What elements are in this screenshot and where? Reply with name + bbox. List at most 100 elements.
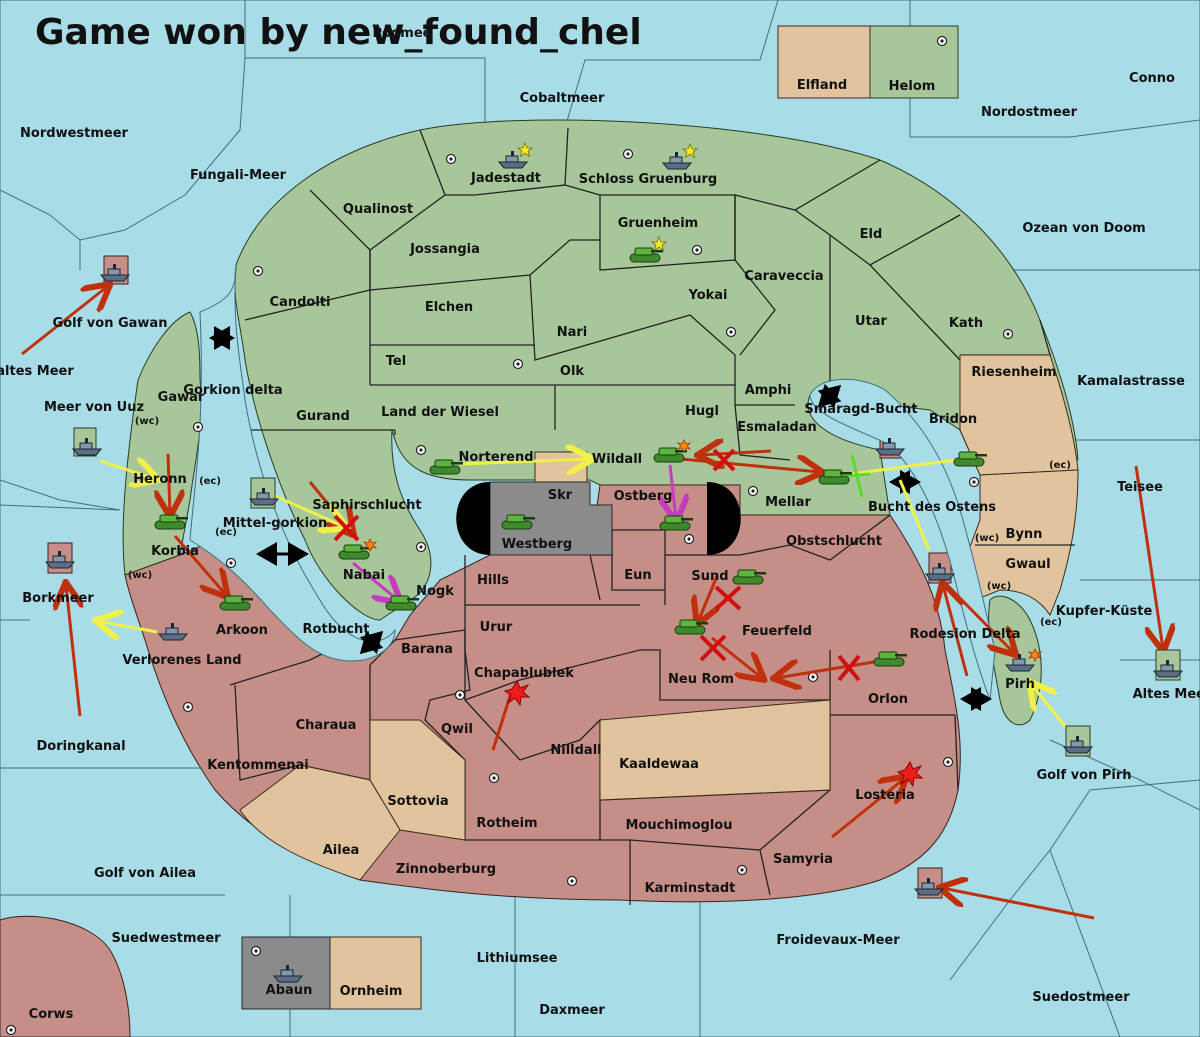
label-westberg: Westberg xyxy=(502,537,572,552)
label-heronn: Heronn xyxy=(133,472,187,487)
label-amphi: Amphi xyxy=(745,383,792,398)
label-kaaldewaa: Kaaldewaa xyxy=(619,757,699,772)
label-utar: Utar xyxy=(855,314,888,329)
label-hills: Hills xyxy=(477,573,509,588)
label-yokai: Yokai xyxy=(687,288,727,303)
failed-order-crosses xyxy=(333,448,861,682)
connection-arrows xyxy=(209,326,992,711)
army-icon xyxy=(953,451,988,467)
label-bucht-des-ostens: Bucht des Ostens xyxy=(868,500,996,515)
label-neu-rom: Neu Rom xyxy=(668,672,734,687)
label-cobaltmeer: Cobaltmeer xyxy=(520,91,605,106)
army-icon xyxy=(659,515,694,531)
army-icon xyxy=(629,247,664,263)
label-qwil: Qwil xyxy=(441,722,473,737)
label-rodesion-delta: Rodesion Delta xyxy=(909,627,1020,642)
army-icon xyxy=(674,619,709,635)
label-mittelgorkion: Mittel-gorkion xyxy=(223,516,327,531)
coast-tag: (ec) xyxy=(215,527,237,538)
move-orders xyxy=(21,286,1163,920)
label-riesenheim: Riesenheim xyxy=(971,365,1056,380)
label-eld: Eld xyxy=(860,227,883,242)
army-icon xyxy=(653,447,688,463)
label-mellar: Mellar xyxy=(765,495,811,510)
neutral-labels: Skr Riesenheim Bynn Gwaul Sottovia Ailea… xyxy=(323,365,1057,858)
label-gorkion-delta: Gorkion delta xyxy=(183,383,282,398)
label-gwaul: Gwaul xyxy=(1005,557,1050,572)
legend-helom: Helom xyxy=(889,79,936,94)
coast-tag: (wc) xyxy=(135,416,159,427)
label-obstschlucht: Obstschlucht xyxy=(786,534,882,549)
coast-tag: (wc) xyxy=(975,533,999,544)
label-losteria: Losteria xyxy=(855,788,915,803)
label-gruenheim: Gruenheim xyxy=(618,216,698,231)
label-fungali-meer: Fungali-Meer xyxy=(190,168,287,183)
label-borkmeer: Borkmeer xyxy=(22,591,94,606)
label-froidevaux-meer: Froidevaux-Meer xyxy=(776,933,900,948)
army-icon xyxy=(873,651,908,667)
army-icon xyxy=(501,514,536,530)
supply-centers xyxy=(5,35,1014,1036)
label-chapablublek: Chapablublek xyxy=(474,666,574,681)
label-norterend: Norterend xyxy=(458,450,533,465)
label-saphirschlucht: Saphirschlucht xyxy=(312,498,421,513)
green-borders xyxy=(244,127,1051,461)
label-hugl: Hugl xyxy=(685,404,719,419)
label-mouchimoglou: Mouchimoglou xyxy=(626,818,733,833)
label-rotheim: Rotheim xyxy=(476,816,537,831)
label-orlon: Orlon xyxy=(868,692,908,707)
label-daxmeer: Daxmeer xyxy=(539,1003,605,1018)
label-kupfer-kueste: Kupfer-Küste xyxy=(1056,604,1153,619)
legend-ornheim: Ornheim xyxy=(340,984,403,999)
label-nogk: Nogk xyxy=(416,584,454,599)
label-caraveccia: Caraveccia xyxy=(744,269,823,284)
label-bridon: Bridon xyxy=(929,412,977,427)
label-kamalastrasse: Kamalastrasse xyxy=(1077,374,1185,389)
label-zinnoberburg: Zinnoberburg xyxy=(396,862,496,877)
label-gurand: Gurand xyxy=(296,409,350,424)
label-nabai: Nabai xyxy=(343,568,385,583)
label-lithiumsee: Lithiumsee xyxy=(477,951,558,966)
label-barana: Barana xyxy=(401,642,453,657)
green-labels: Jadestadt Schloss Gruenburg Qualinost Gr… xyxy=(133,171,1035,692)
legend-abaun: Abaun xyxy=(266,983,313,998)
sea-labels: Pogmee Cobaltmeer Conno Nordostmeer Nord… xyxy=(0,26,1200,1022)
label-golf-von-pirh: Golf von Pirh xyxy=(1036,768,1131,783)
label-jadestadt: Jadestadt xyxy=(470,171,541,186)
label-rotbucht: Rotbucht xyxy=(303,622,370,637)
label-golf-von-ailea: Golf von Ailea xyxy=(94,866,196,881)
coast-tag: (ec) xyxy=(1040,617,1062,628)
label-ailea: Ailea xyxy=(323,843,360,858)
label-verlorenes-land: Verlorenes Land xyxy=(122,653,241,668)
label-eun: Eun xyxy=(624,568,651,583)
coast-labels: (wc) (ec) (ec) (wc) (ec) (wc) (wc) (ec) xyxy=(128,416,1071,628)
army-icon xyxy=(385,595,420,611)
label-olk: Olk xyxy=(560,364,585,379)
label-golf-von-gawan: Golf von Gawan xyxy=(53,316,168,331)
label-tel: Tel xyxy=(386,354,406,369)
label-charaua: Charaua xyxy=(296,718,357,733)
label-ozean-von-doom: Ozean von Doom xyxy=(1022,221,1145,236)
legend-labels: Elfland Helom Abaun Ornheim xyxy=(266,78,936,999)
coast-tag: (ec) xyxy=(1049,460,1071,471)
army-icon xyxy=(732,569,767,585)
label-kentommenai: Kentommenai xyxy=(207,758,308,773)
label-suedwestmeer: Suedwestmeer xyxy=(111,931,221,946)
label-pirh: Pirh xyxy=(1005,677,1035,692)
convoy-orders xyxy=(352,464,676,601)
label-schloss-gruenburg: Schloss Gruenburg xyxy=(579,172,717,187)
label-altes-meer: Altes Meer xyxy=(1133,687,1200,702)
label-candolti: Candolti xyxy=(270,295,331,310)
label-conno: Conno xyxy=(1129,71,1175,86)
label-korbia: Korbia xyxy=(151,544,199,559)
label-nilldall: Nilldall xyxy=(550,743,601,758)
label-jossangia: Jossangia xyxy=(409,242,480,257)
label-kath: Kath xyxy=(949,316,983,331)
label-urur: Urur xyxy=(480,620,513,635)
neutral-territory xyxy=(239,25,1079,1010)
label-nordwestmeer: Nordwestmeer xyxy=(20,126,128,141)
units xyxy=(45,142,1183,983)
label-qualinost: Qualinost xyxy=(343,202,413,217)
label-meer-von-uuz: Meer von Uuz xyxy=(44,400,144,415)
